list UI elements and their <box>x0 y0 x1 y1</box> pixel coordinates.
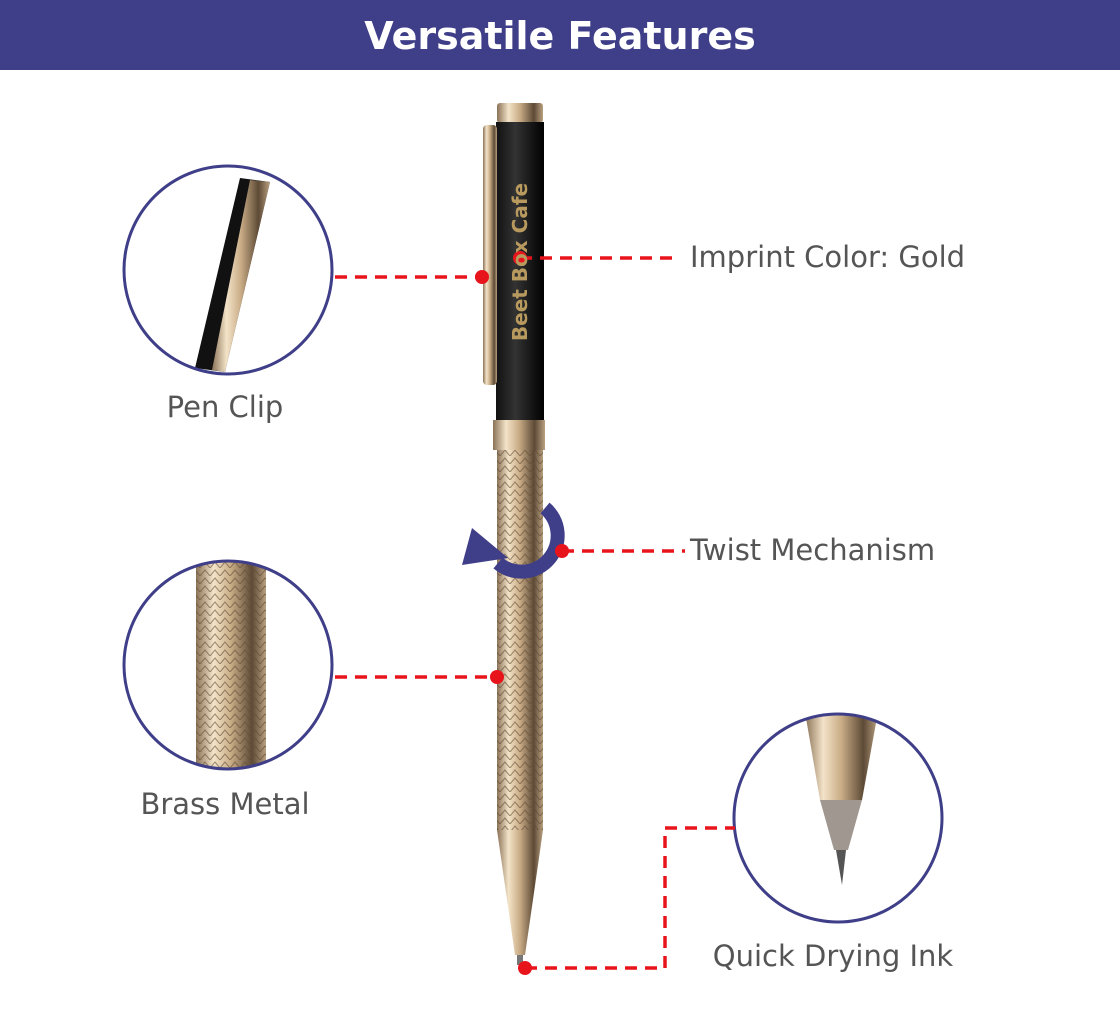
pen <box>483 103 545 965</box>
callout-lines <box>335 256 735 970</box>
ink-tip-closeup <box>734 714 942 922</box>
label-pen-clip: Pen Clip <box>166 390 284 424</box>
pen-tip <box>517 955 523 965</box>
pen-cap-top <box>497 103 543 123</box>
label-twist-mechanism: Twist Mechanism <box>690 533 936 567</box>
page-title: Versatile Features <box>0 0 1120 70</box>
pen-clip-closeup <box>124 166 332 374</box>
pen-cone <box>497 830 543 955</box>
label-imprint-color: Imprint Color: Gold <box>690 240 966 274</box>
label-quick-drying-ink: Quick Drying Ink <box>712 939 954 973</box>
callout-dots <box>475 251 569 975</box>
imprint-text: Beet Box Cafe <box>508 182 532 342</box>
pen-band <box>493 420 545 450</box>
brass-metal-closeup <box>124 561 332 769</box>
pen-clip <box>483 125 497 385</box>
twist-arrow-icon <box>493 502 565 579</box>
label-brass-metal: Brass Metal <box>140 787 310 821</box>
pen-barrel-black <box>496 122 544 420</box>
